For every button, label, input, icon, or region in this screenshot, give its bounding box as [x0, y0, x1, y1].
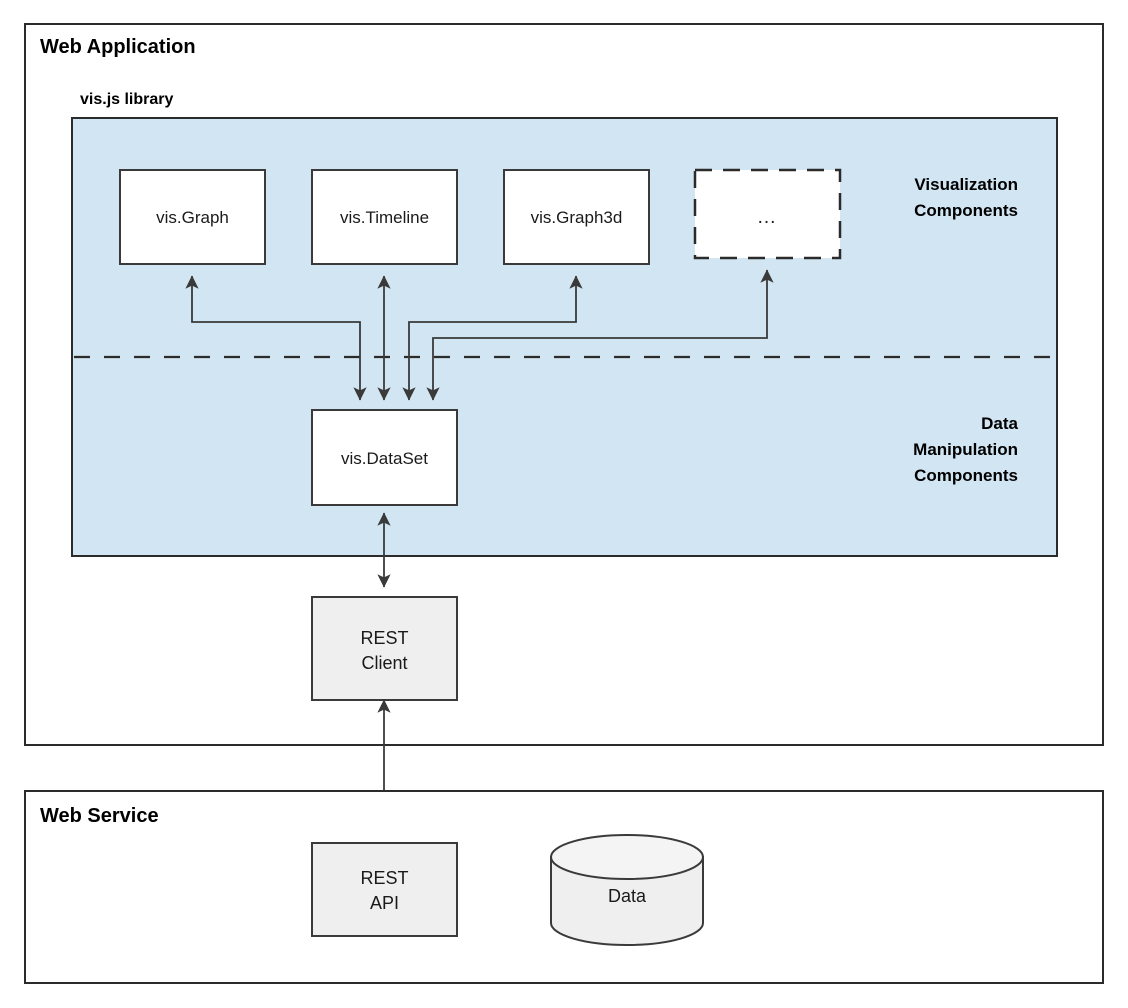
node-vis-graph[interactable]: vis.Graph — [119, 169, 266, 265]
visualization-components-label-line-2: Components — [914, 201, 1018, 220]
node-more-placeholder[interactable]: ... — [693, 168, 842, 260]
node-vis-timeline-label: vis.Timeline — [340, 208, 429, 227]
connector-dataset-to-vis-graph — [185, 275, 367, 401]
node-vis-graph-box[interactable] — [119, 169, 266, 265]
visjs-library-title: vis.js library — [80, 91, 173, 108]
node-vis-timeline[interactable]: vis.Timeline — [311, 169, 458, 265]
visualization-components-label: Visualization Components — [914, 175, 1018, 220]
visjs-library-section: vis.js library — [71, 91, 1058, 557]
web-service-title: Web Service — [40, 805, 159, 827]
node-vis-graph3d[interactable]: vis.Graph3d — [503, 169, 650, 265]
node-vis-timeline-box[interactable] — [311, 169, 458, 265]
node-rest-client-label-line-1: REST — [360, 628, 408, 648]
connector-dataset-to-more — [426, 269, 774, 401]
node-more-placeholder-label: ... — [758, 207, 777, 228]
node-rest-api-label-line-1: REST — [360, 868, 408, 888]
node-data-store[interactable]: Data — [550, 834, 704, 946]
node-rest-client-label-line-2: Client — [361, 653, 407, 673]
node-data-store-cylinder-top[interactable] — [550, 834, 704, 880]
node-rest-client-box[interactable] — [311, 596, 458, 701]
node-vis-dataset-label: vis.DataSet — [341, 449, 428, 468]
node-vis-graph-label: vis.Graph — [156, 208, 229, 227]
node-rest-client[interactable]: REST Client — [311, 596, 458, 701]
node-vis-dataset[interactable]: vis.DataSet — [311, 409, 458, 506]
web-application-title: Web Application — [40, 36, 196, 58]
data-manipulation-components-label: Data Manipulation Components — [913, 414, 1018, 485]
node-vis-dataset-box[interactable] — [311, 409, 458, 506]
node-data-store-label: Data — [608, 886, 647, 906]
node-vis-graph3d-box[interactable] — [503, 169, 650, 265]
data-manipulation-label-line-2: Manipulation — [913, 440, 1018, 459]
node-rest-api-label-line-2: API — [370, 893, 399, 913]
node-data-store-cylinder-body[interactable] — [550, 856, 704, 946]
node-rest-api-box[interactable] — [311, 842, 458, 937]
data-manipulation-label-line-3: Components — [914, 466, 1018, 485]
data-manipulation-label-line-1: Data — [981, 414, 1018, 433]
node-vis-graph3d-label: vis.Graph3d — [531, 208, 623, 227]
node-more-placeholder-box[interactable] — [693, 168, 842, 260]
node-rest-api[interactable]: REST API — [311, 842, 458, 937]
visualization-components-label-line-1: Visualization — [914, 175, 1018, 194]
